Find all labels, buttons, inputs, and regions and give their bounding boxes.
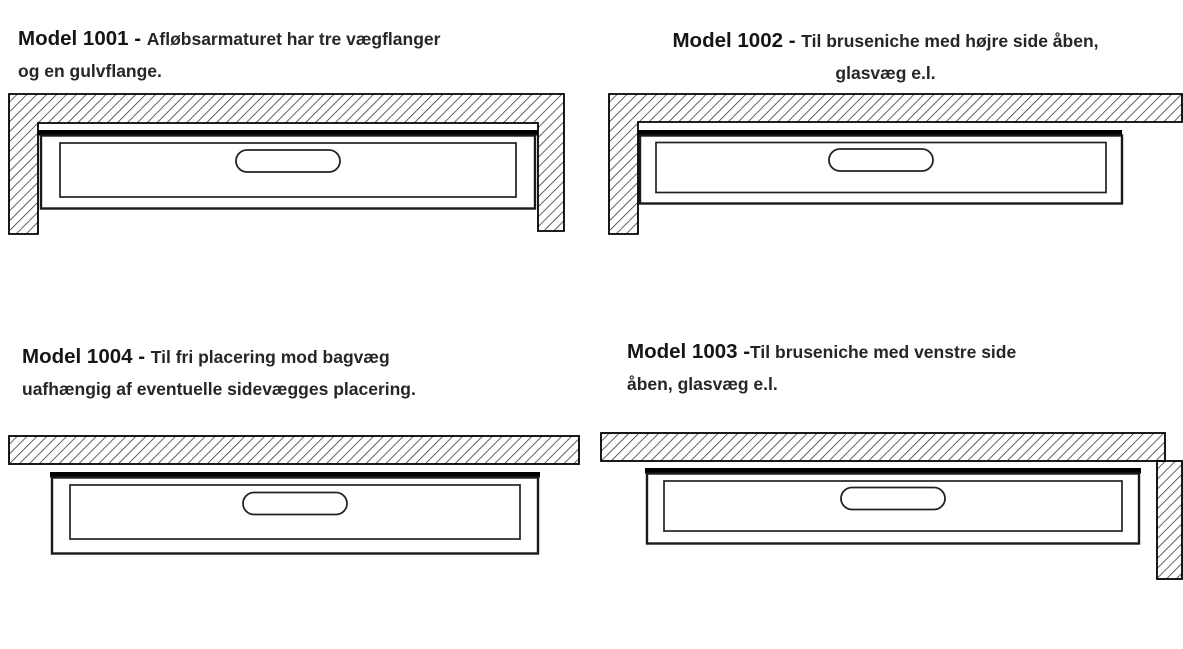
model-1002-title: Model 1002 - Til bruseniche med højre si… — [608, 26, 1163, 90]
model-1004-desc-line2: uafhængig af eventuelle sidevægges place… — [22, 379, 416, 399]
diagram-model-1002 — [608, 93, 1183, 235]
model-1001-desc-line1: Afløbsarmaturet har tre vægflanger — [146, 29, 441, 49]
model-1002-desc-line1: Til bruseniche med højre side åben, — [801, 31, 1099, 51]
wall-hatch-right — [1156, 460, 1183, 580]
model-1003-number: Model 1003 - — [627, 340, 751, 363]
model-1004-title: Model 1004 - Til fri placering mod bagvæ… — [22, 342, 567, 406]
model-1002-desc-line2: glasvæg e.l. — [835, 63, 936, 83]
diagram-model-1001 — [8, 93, 565, 235]
model-1003-desc-line2: åben, glasvæg e.l. — [627, 374, 778, 394]
wall-hatch-top-left — [608, 93, 1183, 235]
wall-hatch-top-left-right — [8, 93, 565, 235]
diagram-model-1003 — [600, 432, 1183, 580]
model-1004-desc-line1: Til fri placering mod bagvæg — [150, 347, 390, 367]
wall-hatch-top — [8, 435, 580, 465]
model-1004-number: Model 1004 - — [22, 345, 151, 368]
drain-top-flange — [638, 130, 1122, 136]
model-1003-title: Model 1003 -Til bruseniche med venstre s… — [627, 337, 1147, 401]
wall-hatch-top — [600, 432, 1166, 462]
drain-slot — [840, 486, 946, 511]
drain-top-flange — [50, 472, 540, 478]
drain-slot — [828, 148, 934, 172]
diagram-model-1004 — [8, 435, 580, 555]
model-1001-number: Model 1001 - — [18, 27, 147, 50]
model-1002-number: Model 1002 - — [672, 29, 802, 52]
drain-slot — [235, 149, 341, 173]
drain-slot — [242, 491, 348, 516]
drain-top-flange — [38, 130, 538, 136]
model-1003-desc-line1: Til bruseniche med venstre side — [750, 342, 1017, 362]
model-1001-desc-line2: og en gulvflange. — [18, 61, 162, 81]
drain-top-flange — [645, 468, 1141, 474]
model-1001-title: Model 1001 - Afløbsarmaturet har tre væg… — [18, 24, 563, 88]
